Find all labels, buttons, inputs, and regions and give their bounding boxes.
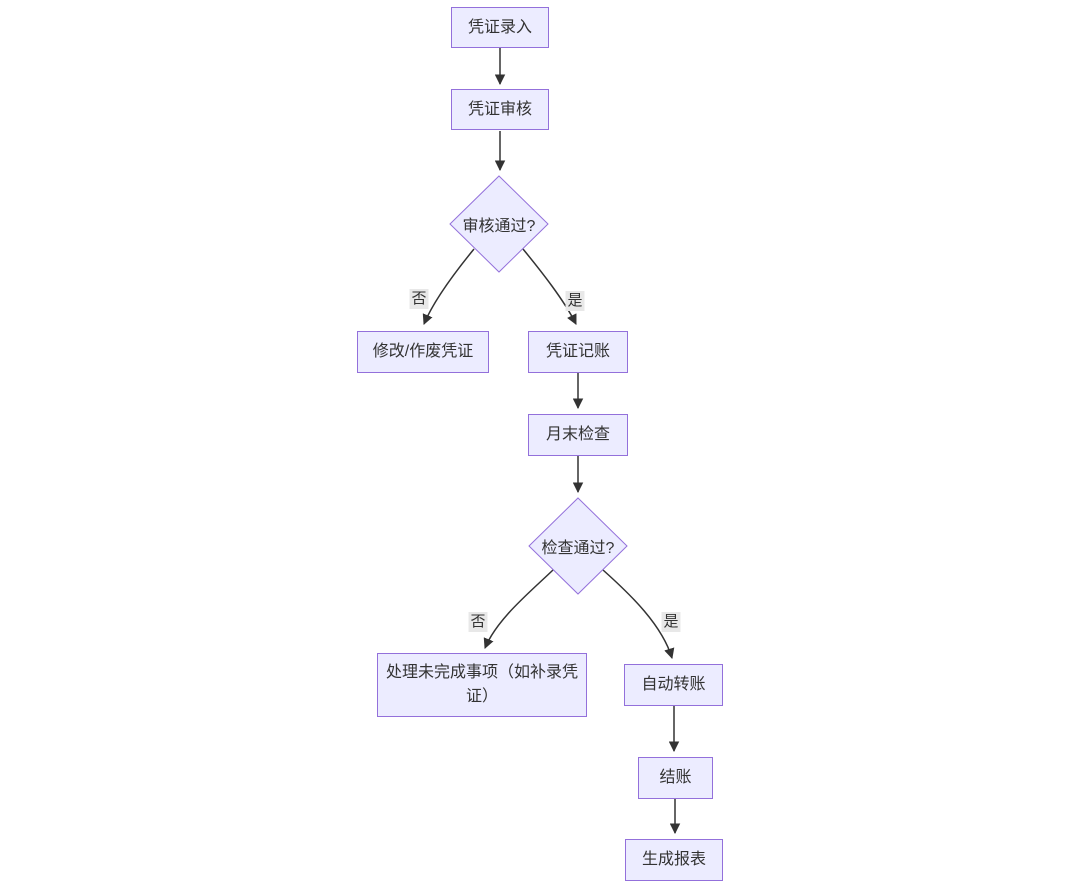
node-month-end-check: 月末检查 [528,414,628,456]
node-check-passed-diamond [528,497,628,595]
edge-label-yes-2: 是 [661,612,681,632]
node-voucher-entry: 凭证录入 [451,7,549,48]
edge-decision2-no-to-handle [483,569,554,649]
edge-decision-no-to-modify [422,248,475,325]
edge-label-yes-1: 是 [565,291,585,311]
node-closing: 结账 [638,757,713,799]
edge-label-no-1: 否 [409,289,429,309]
node-review-passed-diamond [449,175,549,273]
edge-label-no-2: 否 [468,612,488,632]
node-handle-unfinished: 处理未完成事项（如补录凭证） [377,653,587,717]
edge-decision-yes-to-posting [522,248,577,325]
node-generate-reports: 生成报表 [625,839,723,881]
node-auto-transfer: 自动转账 [624,664,723,706]
node-modify-void: 修改/作废凭证 [357,331,489,373]
node-voucher-posting: 凭证记账 [528,331,628,373]
edge-decision2-yes-to-transfer [602,569,675,660]
node-voucher-review: 凭证审核 [451,89,549,130]
